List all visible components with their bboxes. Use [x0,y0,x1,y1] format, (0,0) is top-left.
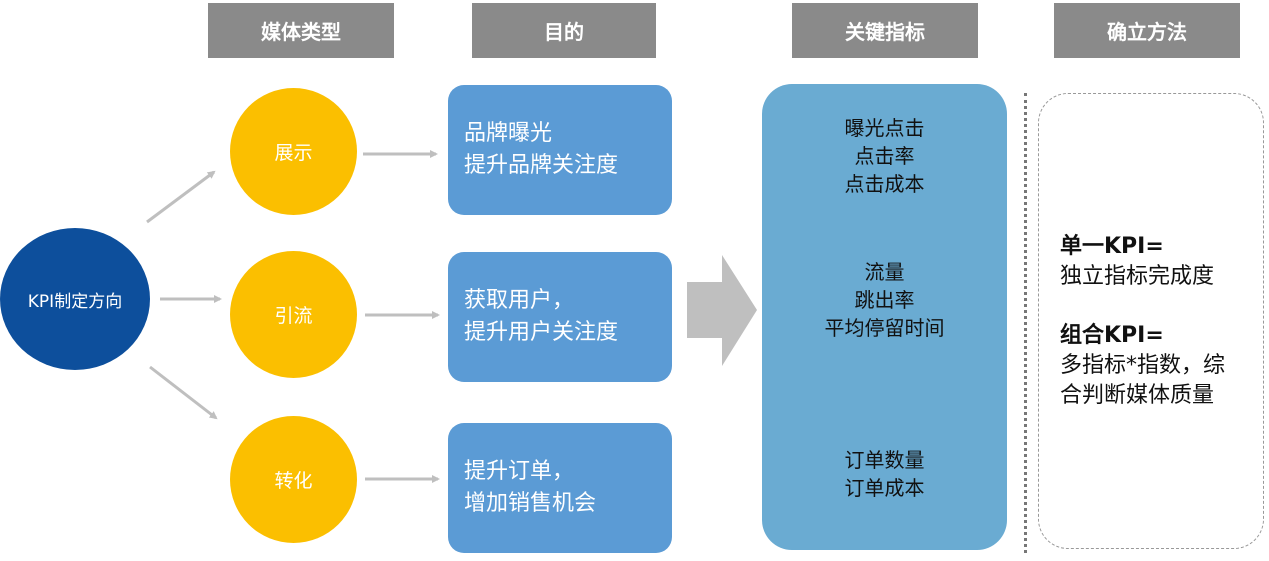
indicator-item: 曝光点击 [844,116,925,140]
media-label: 引流 [274,305,313,327]
root-kpi-direction: KPI制定方向 [0,228,150,370]
purpose-line: 提升品牌关注度 [464,153,619,178]
purpose-line: 品牌曝光 [464,121,553,146]
header-key-indicators: 关键指标 [792,3,978,58]
indicator-item: 点击率 [854,144,915,168]
media-display-circle: 展示 [230,88,357,215]
media-label: 转化 [274,470,313,492]
header-media-type: 媒体类型 [208,3,394,58]
purpose-line: 获取用户， [464,288,575,313]
combo-kpi-desc: 多指标*指数，综 [1060,353,1226,378]
indicator-group-conversion: 订单数量 订单成本 [762,446,1007,502]
combo-kpi-desc: 合判断媒体质量 [1060,383,1215,408]
media-traffic-circle: 引流 [230,251,357,378]
combo-kpi-title: 组合KPI= [1060,323,1164,348]
big-block-arrow [687,255,757,366]
purpose-box-traffic: 获取用户， 提升用户关注度 [448,252,672,382]
single-kpi-title: 单一KPI= [1060,234,1164,259]
dotted-separator [1024,93,1027,553]
method-box: 单一KPI= 独立指标完成度 组合KPI= 多指标*指数，综 合判断媒体质量 [1038,93,1264,549]
indicator-item: 平均停留时间 [824,316,945,340]
header-method: 确立方法 [1054,3,1240,58]
media-label: 展示 [274,142,313,164]
root-label: KPI制定方向 [27,291,123,312]
indicator-group-display: 曝光点击 点击率 点击成本 [762,114,1007,198]
purpose-box-conversion: 提升订单， 增加销售机会 [448,423,672,553]
indicator-item: 流量 [864,260,905,284]
arrow-root-to-conversion [149,365,218,420]
arrow-root-to-display [146,170,216,224]
combo-kpi-block: 组合KPI= 多指标*指数，综 合判断媒体质量 [1060,321,1225,411]
key-indicators-panel: 曝光点击 点击率 点击成本 流量 跳出率 平均停留时间 订单数量 订单成本 [762,84,1007,550]
indicator-item: 跳出率 [854,288,915,312]
single-kpi-block: 单一KPI= 独立指标完成度 [1060,232,1214,292]
indicator-item: 点击成本 [844,172,925,196]
purpose-line: 提升用户关注度 [464,320,619,345]
purpose-box-display: 品牌曝光 提升品牌关注度 [448,85,672,215]
indicator-item: 订单数量 [844,448,925,472]
single-kpi-desc: 独立指标完成度 [1060,264,1215,289]
indicator-item: 订单成本 [844,476,925,500]
header-purpose: 目的 [472,3,656,58]
purpose-line: 提升订单， [464,459,575,484]
indicator-group-traffic: 流量 跳出率 平均停留时间 [762,258,1007,342]
purpose-line: 增加销售机会 [464,491,597,516]
media-conversion-circle: 转化 [230,416,357,543]
